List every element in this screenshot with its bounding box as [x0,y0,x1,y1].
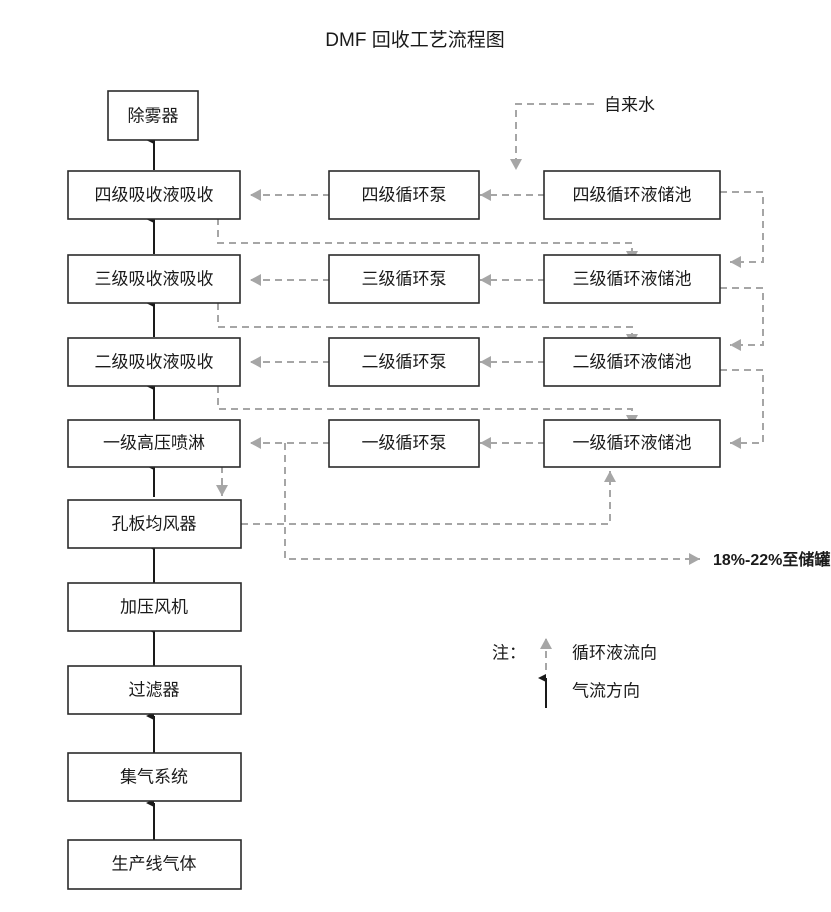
product-outlet-line [284,443,700,565]
node-blower[interactable]: 加压风机 [67,582,242,632]
node-tank2-label: 二级循环液储池 [573,352,692,371]
node-collector[interactable]: 集气系统 [67,752,242,802]
page-title: DMF 回收工艺流程图 [325,29,504,51]
node-distributor-label: 孔板均风器 [112,514,197,533]
node-spray1-label: 一级高压喷淋 [103,433,205,452]
outlet-annotation: 18%-22%至储罐 [713,550,830,569]
node-source-label: 生产线气体 [112,854,197,873]
node-abs2-label: 二级吸收液吸收 [95,352,214,371]
node-collector-label: 集气系统 [120,767,188,786]
node-tank1[interactable]: 一级循环液储池 [543,419,721,468]
node-filter[interactable]: 过滤器 [67,665,242,715]
node-pump3-label: 三级循环泵 [362,269,447,288]
node-pump2[interactable]: 二级循环泵 [328,337,480,387]
node-tank3-label: 三级循环液储池 [573,269,692,288]
fresh-water-label: 自来水 [604,95,655,114]
node-blower-label: 加压风机 [120,597,188,616]
node-tank2[interactable]: 二级循环液储池 [543,337,721,387]
node-pump4-label: 四级循环泵 [362,185,447,204]
node-abs2[interactable]: 二级吸收液吸收 [67,337,241,387]
legend-prefix: 注： [492,643,526,662]
pump-feed-lines [250,189,545,449]
node-source[interactable]: 生产线气体 [67,839,242,890]
node-abs3[interactable]: 三级吸收液吸收 [67,254,241,304]
node-pump4[interactable]: 四级循环泵 [328,170,480,220]
node-distributor[interactable]: 孔板均风器 [67,499,242,549]
fresh-water-line [510,103,594,170]
node-abs4[interactable]: 四级吸收液吸收 [67,170,241,220]
node-pump2-label: 二级循环泵 [362,352,447,371]
node-tank1-label: 一级循环液储池 [573,433,692,452]
tank-overflow-lines [720,191,764,449]
node-filter-label: 过滤器 [129,680,180,699]
node-spray1[interactable]: 一级高压喷淋 [67,419,241,468]
absorber-drain-lines [216,218,638,525]
node-abs4-label: 四级吸收液吸收 [95,185,214,204]
node-pump1-label: 一级循环泵 [362,433,447,452]
legend-gas-label: 气流方向 [572,681,640,700]
node-pump1[interactable]: 一级循环泵 [328,419,480,468]
node-demister[interactable]: 除雾器 [107,90,199,141]
legend-liquid-label: 循环液流向 [572,643,657,662]
node-tank4-label: 四级循环液储池 [573,185,692,204]
node-pump3[interactable]: 三级循环泵 [328,254,480,304]
legend: 注： 循环液流向 气流方向 [492,638,657,708]
node-demister-label: 除雾器 [128,106,179,125]
outlet-concentration: 18%-22% [713,552,782,569]
node-tank4[interactable]: 四级循环液储池 [543,170,721,220]
node-tank3[interactable]: 三级循环液储池 [543,254,721,304]
node-abs3-label: 三级吸收液吸收 [95,269,214,288]
outlet-destination: 至储罐 [782,550,830,569]
